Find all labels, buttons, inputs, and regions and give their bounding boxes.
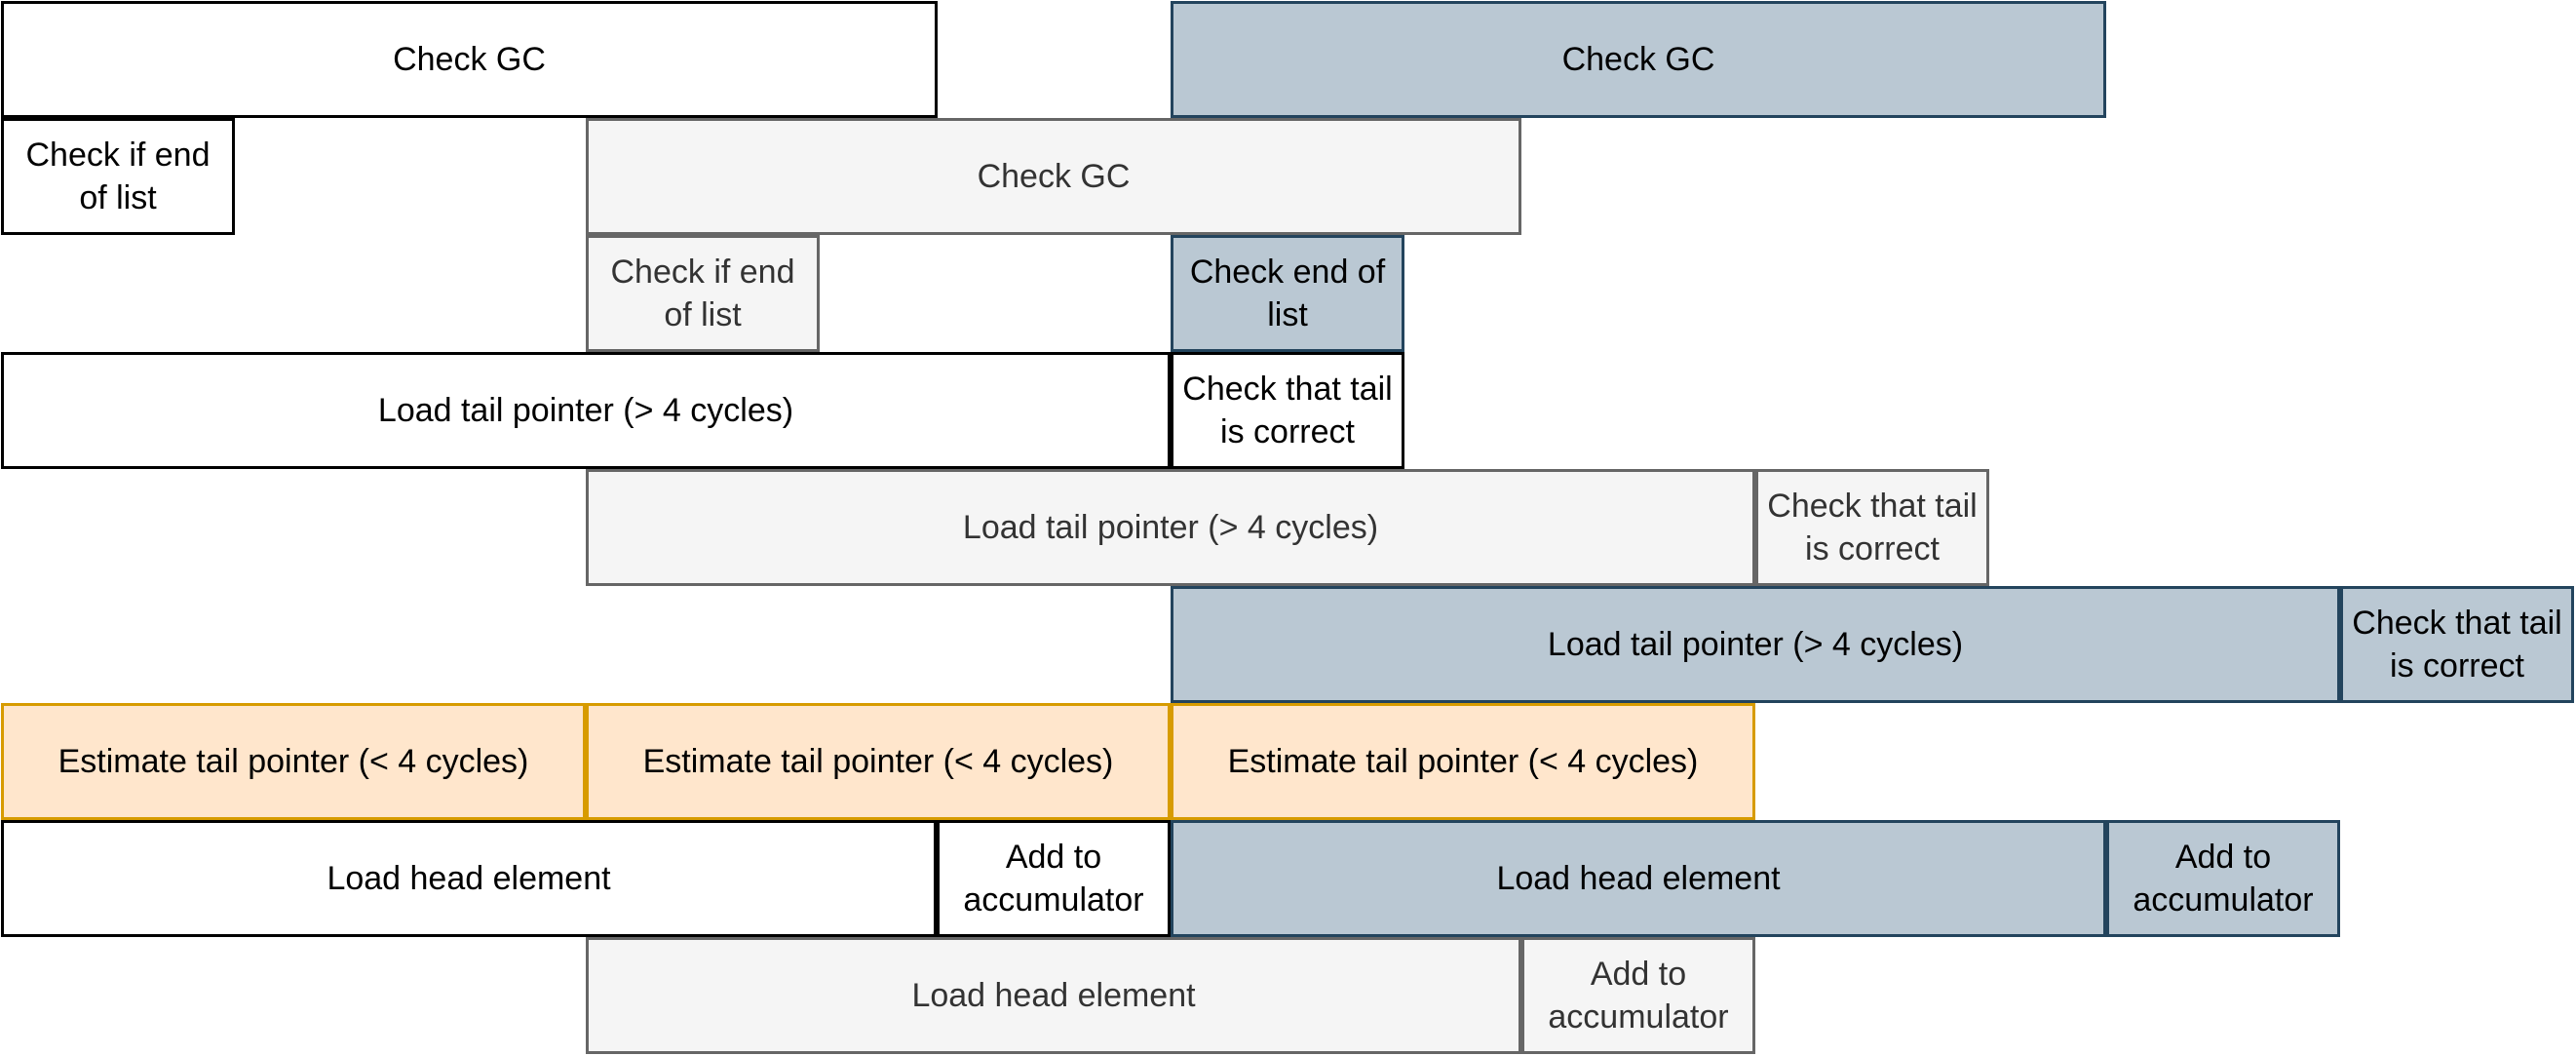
estimate-tail-pointer-3-label: Estimate tail pointer (< 4 cycles) xyxy=(1227,742,1699,780)
load-head-element-3-label: Load head element xyxy=(1496,859,1781,897)
load-tail-pointer-3-label: Load tail pointer (> 4 cycles) xyxy=(1547,625,1964,663)
load-head-element-1-block: Load head element xyxy=(1,820,937,937)
check-end-of-list-3-block: Check end of list xyxy=(1171,235,1404,352)
check-gc-3-label: Check GC xyxy=(1561,40,1715,78)
check-tail-correct-3-label: Check that tail is correct xyxy=(2352,604,2562,684)
estimate-tail-pointer-1-label: Estimate tail pointer (< 4 cycles) xyxy=(58,742,529,780)
load-tail-pointer-1-block: Load tail pointer (> 4 cycles) xyxy=(1,352,1171,469)
estimate-tail-pointer-2-block: Estimate tail pointer (< 4 cycles) xyxy=(586,703,1171,820)
load-head-element-2-block: Load head element xyxy=(586,937,1521,1054)
estimate-tail-pointer-2-label: Estimate tail pointer (< 4 cycles) xyxy=(642,742,1114,780)
check-tail-correct-2-block: Check that tail is correct xyxy=(1755,469,1989,586)
load-tail-pointer-1-label: Load tail pointer (> 4 cycles) xyxy=(377,391,794,429)
check-tail-correct-2-label: Check that tail is correct xyxy=(1767,487,1978,567)
check-end-of-list-3-label: Check end of list xyxy=(1189,253,1386,333)
load-tail-pointer-3-block: Load tail pointer (> 4 cycles) xyxy=(1171,586,2340,703)
check-gc-1-block: Check GC xyxy=(1,1,938,118)
load-head-element-3-block: Load head element xyxy=(1171,820,2106,937)
add-to-accumulator-2-label: Add to accumulator xyxy=(1548,955,1729,1036)
check-end-of-list-1-label: Check if end of list xyxy=(25,136,211,216)
check-tail-correct-1-block: Check that tail is correct xyxy=(1171,352,1404,469)
load-tail-pointer-2-block: Load tail pointer (> 4 cycles) xyxy=(586,469,1755,586)
check-end-of-list-2-block: Check if end of list xyxy=(586,235,820,352)
check-gc-1-label: Check GC xyxy=(393,40,546,78)
add-to-accumulator-1-block: Add to accumulator xyxy=(937,820,1171,937)
add-to-accumulator-2-block: Add to accumulator xyxy=(1521,937,1755,1054)
add-to-accumulator-1-label: Add to accumulator xyxy=(963,838,1144,919)
estimate-tail-pointer-1-block: Estimate tail pointer (< 4 cycles) xyxy=(1,703,586,820)
add-to-accumulator-3-label: Add to accumulator xyxy=(2133,838,2314,919)
load-head-element-1-label: Load head element xyxy=(327,859,611,897)
check-gc-3-block: Check GC xyxy=(1171,1,2106,118)
load-head-element-2-label: Load head element xyxy=(911,976,1196,1014)
check-gc-2-label: Check GC xyxy=(977,157,1131,195)
estimate-tail-pointer-3-block: Estimate tail pointer (< 4 cycles) xyxy=(1171,703,1755,820)
check-end-of-list-2-label: Check if end of list xyxy=(610,253,795,333)
add-to-accumulator-3-block: Add to accumulator xyxy=(2106,820,2340,937)
check-gc-2-block: Check GC xyxy=(586,118,1521,235)
load-tail-pointer-2-label: Load tail pointer (> 4 cycles) xyxy=(962,508,1379,546)
check-tail-correct-1-label: Check that tail is correct xyxy=(1182,370,1393,450)
check-tail-correct-3-block: Check that tail is correct xyxy=(2340,586,2574,703)
check-end-of-list-1-block: Check if end of list xyxy=(1,118,235,235)
